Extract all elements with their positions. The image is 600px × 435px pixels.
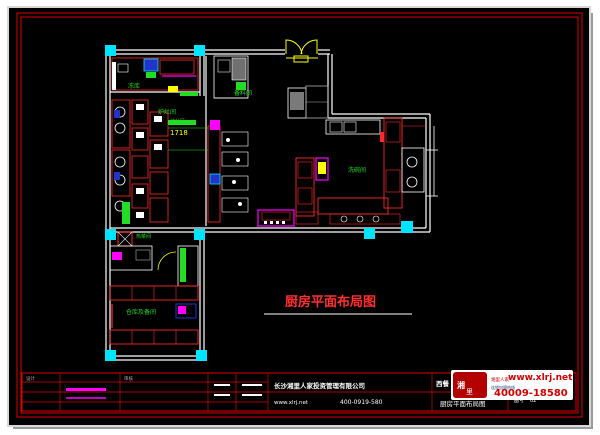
watermark-url: www.xlrj.net xyxy=(508,373,573,383)
room-label-top-left: 冻库 xyxy=(128,82,140,90)
room-label-storage: 仓库及备间 xyxy=(126,308,156,316)
drawing-title: 厨房平面布局图 xyxy=(285,294,376,310)
floor-plan: 冻库 炉灶间 洗碗间 仓库及备间 备料间 1718 炉灶区 热菜间 厨房平面布局… xyxy=(105,39,438,361)
brand-mark-2: 里 xyxy=(466,388,473,396)
watermark-logo: 湘 里 湘里人家 连锁加盟热线 www.xlrj.net 40009-18580 xyxy=(451,370,573,400)
sheet-paper xyxy=(7,6,591,427)
brand-logo-icon xyxy=(453,372,487,398)
structural-columns xyxy=(105,45,413,361)
dimension-label: 1718 xyxy=(170,129,188,137)
inner-frame xyxy=(20,16,579,414)
outer-walls xyxy=(105,49,431,361)
sheet-no-value: 02 xyxy=(530,398,536,404)
small-label-a: 炉灶区 xyxy=(170,118,185,125)
dish-area xyxy=(380,117,438,209)
right-top-equipment xyxy=(287,85,381,135)
sheet-no-label: 图号 xyxy=(514,398,524,404)
label-reviewer: 审核 xyxy=(124,375,133,382)
drawing-name: 厨房平面布局图 xyxy=(440,399,486,408)
company-website: www.xlrj.net xyxy=(274,400,309,406)
top-middle-room xyxy=(213,55,249,99)
center-prep-area xyxy=(168,120,249,223)
brand-mark: 湘 xyxy=(457,380,465,390)
brand-name: 湘里人家 xyxy=(491,376,509,383)
room-label-mid-left: 炉灶间 xyxy=(158,108,176,116)
title-block: 设计 审核 长沙湘里人家投资管理有限公司 www.xlrj.net 400-09… xyxy=(21,372,577,412)
middle-right-line xyxy=(257,157,401,227)
small-label-b: 热菜间 xyxy=(136,233,151,240)
cold-room xyxy=(111,57,199,96)
outer-frame xyxy=(16,12,583,418)
room-labels: 冻库 炉灶间 洗碗间 仓库及备间 备料间 1718 炉灶区 热菜间 xyxy=(126,82,366,316)
brand-sub: 连锁加盟热线 xyxy=(491,384,515,390)
room-label-top-mid: 备料间 xyxy=(234,89,252,97)
room-label-right: 洗碗间 xyxy=(348,166,366,174)
company-name: 长沙湘里人家投资管理有限公司 xyxy=(274,381,365,390)
label-designer: 设计 xyxy=(26,375,35,382)
watermark-phone: 40009-18580 xyxy=(494,388,568,399)
entrance-door xyxy=(285,39,318,63)
lower-left-area xyxy=(109,245,199,345)
company-phone: 400-0919-580 xyxy=(340,399,383,406)
left-cooking-line xyxy=(111,99,169,247)
stamp-left: 西餐 xyxy=(436,379,450,388)
